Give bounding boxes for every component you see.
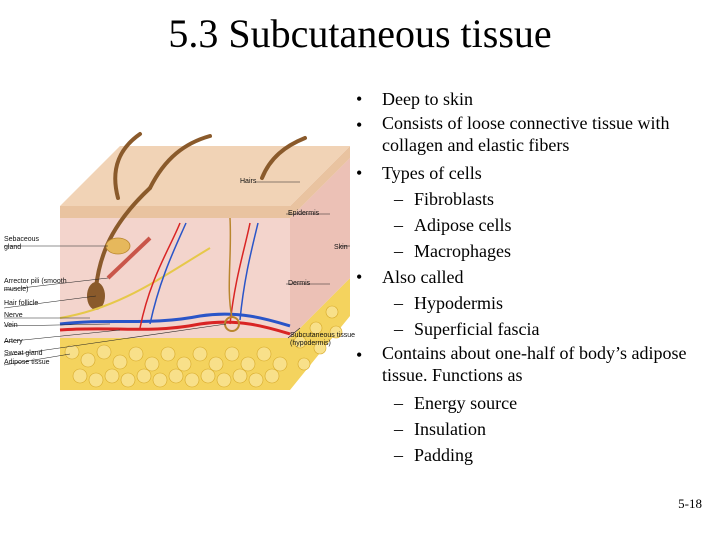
- capillary-loops: [139, 222, 251, 329]
- bullet-item: • Types of cells: [348, 160, 718, 186]
- sub-bullet-text: Superficial fascia: [414, 319, 540, 339]
- sub-bullet-item: – Insulation: [348, 416, 718, 442]
- bullet-marker: •: [356, 345, 363, 365]
- sweat-duct: [228, 217, 233, 319]
- sebaceous-gland-shape: [105, 237, 131, 255]
- skin-cross-section-illustration: [3, 132, 350, 390]
- sub-bullet-item: – Fibroblasts: [348, 186, 718, 212]
- label-skin: Skin: [334, 244, 348, 251]
- sub-bullet-text: Insulation: [414, 419, 486, 439]
- bullet-text: Types of cells: [382, 163, 482, 183]
- dash-marker: –: [394, 215, 403, 235]
- page-number: 5-18: [678, 496, 702, 511]
- leader-lines: [3, 181, 350, 366]
- label-adipose-tissue: Adipose tissue: [4, 359, 50, 366]
- bullet-list: • Deep to skin • Consists of loose conne…: [348, 86, 718, 468]
- bullet-item: • Consists of loose connective tissue wi…: [348, 112, 718, 160]
- bullet-marker: •: [356, 89, 363, 109]
- label-epidermis: Epidermis: [288, 210, 320, 217]
- artery-vessel: [59, 320, 291, 336]
- sub-bullet-text: Fibroblasts: [414, 189, 495, 209]
- label-sweat-gland: Sweat gland: [4, 350, 43, 357]
- sub-bullet-item: – Macrophages: [348, 238, 718, 264]
- venule-loops: [149, 222, 259, 325]
- sub-bullet-text: Macrophages: [414, 241, 511, 261]
- label-artery: Artery: [4, 338, 23, 345]
- label-vein: Vein: [4, 322, 18, 329]
- sub-bullet-item: – Hypodermis: [348, 290, 718, 316]
- label-hairs: Hairs: [240, 178, 257, 185]
- skin-diagram: Hairs Epidermis Sebaceous gland Skin Arr…: [0, 128, 362, 398]
- dash-marker: –: [394, 393, 403, 413]
- slide-title: 5.3 Subcutaneous tissue: [168, 11, 552, 56]
- bullet-marker: •: [356, 115, 363, 135]
- epidermis-top: [60, 146, 350, 206]
- arrector-pili-muscle: [106, 236, 152, 280]
- sub-bullet-item: – Adipose cells: [348, 212, 718, 238]
- nerve-fiber: [59, 247, 211, 319]
- dash-marker: –: [394, 189, 403, 209]
- bullet-item: • Contains about one-half of body’s adip…: [348, 342, 718, 390]
- label-subcutaneous: Subcutaneous tissue (hypodermis): [290, 332, 355, 347]
- label-hair-follicle: Hair follicle: [4, 300, 39, 307]
- bullet-marker: •: [356, 267, 363, 287]
- dash-marker: –: [394, 241, 403, 261]
- sub-bullet-text: Energy source: [414, 393, 518, 413]
- label-nerve: Nerve: [4, 312, 23, 319]
- bullet-text: Contains about one-half of body’s adipos…: [382, 343, 687, 385]
- label-dermis: Dermis: [288, 280, 311, 287]
- dash-marker: –: [394, 293, 403, 313]
- epidermis-layer: [60, 146, 350, 218]
- dash-marker: –: [394, 319, 403, 339]
- label-arrector-pili: Arrector pili (smooth muscle): [4, 278, 67, 293]
- bullet-text: Deep to skin: [382, 89, 473, 109]
- sub-bullet-item: – Padding: [348, 442, 718, 468]
- sub-bullet-text: Padding: [414, 445, 474, 465]
- dash-marker: –: [394, 445, 403, 465]
- bullet-item: • Also called: [348, 264, 718, 290]
- adipose-cells: [64, 305, 343, 388]
- bullet-item: • Deep to skin: [348, 86, 718, 112]
- sub-bullet-item: – Superficial fascia: [348, 316, 718, 342]
- sub-bullet-text: Hypodermis: [414, 293, 503, 313]
- bullet-marker: •: [356, 163, 363, 183]
- sub-bullet-item: – Energy source: [348, 390, 718, 416]
- bullet-text: Also called: [382, 267, 464, 287]
- label-sebaceous-gland: Sebaceous gland: [4, 236, 40, 251]
- sub-bullet-text: Adipose cells: [414, 215, 512, 235]
- vein-vessel: [59, 312, 291, 328]
- hair-shafts: [94, 132, 307, 290]
- bullet-text: Consists of loose connective tissue with…: [382, 113, 670, 155]
- dash-marker: –: [394, 419, 403, 439]
